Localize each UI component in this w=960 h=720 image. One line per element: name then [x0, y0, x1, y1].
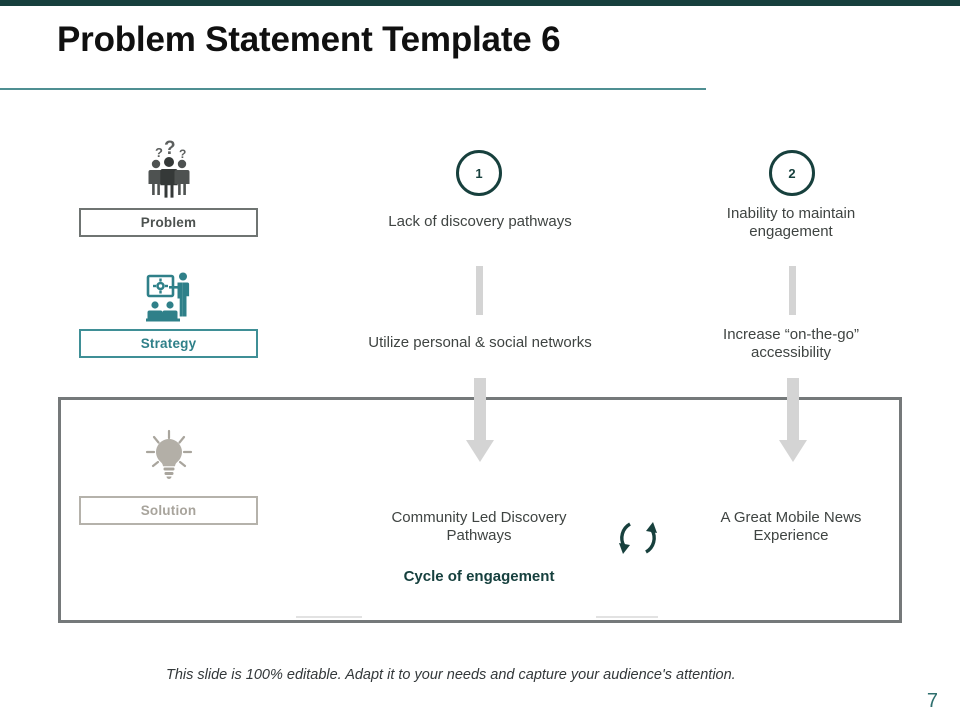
page-number: 7: [926, 690, 938, 712]
lightbulb-icon: [139, 428, 199, 486]
svg-text:?: ?: [164, 140, 176, 159]
page-title: Problem Statement Template 6: [57, 20, 561, 59]
frame-tick-left: [296, 616, 362, 618]
title-divider: [0, 88, 706, 90]
frame-tick-right: [596, 616, 658, 618]
step-number-1: 1: [456, 150, 502, 196]
connector-bar-1: [476, 266, 483, 315]
row-label-solution[interactable]: Solution: [79, 496, 258, 525]
problem-text-1: Lack of discovery pathways: [388, 213, 572, 230]
strategy-text-1: Utilize personal & social networks: [368, 334, 592, 351]
strategy-text-2: Increase “on-the-go” accessibility: [723, 326, 859, 361]
svg-text:?: ?: [155, 145, 163, 160]
down-arrow-icon-2: [776, 378, 810, 464]
svg-text:?: ?: [179, 147, 186, 161]
solution-text-2: A Great Mobile News Experience: [720, 509, 862, 544]
row-label-strategy[interactable]: Strategy: [79, 329, 258, 358]
cycle-of-engagement-label: Cycle of engagement: [403, 568, 555, 585]
down-arrow-icon-1: [463, 378, 497, 464]
step-number-2: 2: [769, 150, 815, 196]
top-accent-bar: [0, 0, 960, 6]
connector-bar-2: [789, 266, 796, 315]
people-question-icon: ? ? ?: [139, 138, 199, 198]
footer-note: This slide is 100% editable. Adapt it to…: [166, 667, 736, 683]
row-label-problem[interactable]: Problem: [79, 208, 258, 237]
problem-text-2: Inability to maintain engagement: [726, 205, 856, 240]
solution-text-1: Community Led Discovery Pathways: [391, 509, 567, 544]
presentation-training-icon: [139, 268, 199, 326]
cycle-refresh-icon: [612, 512, 664, 564]
